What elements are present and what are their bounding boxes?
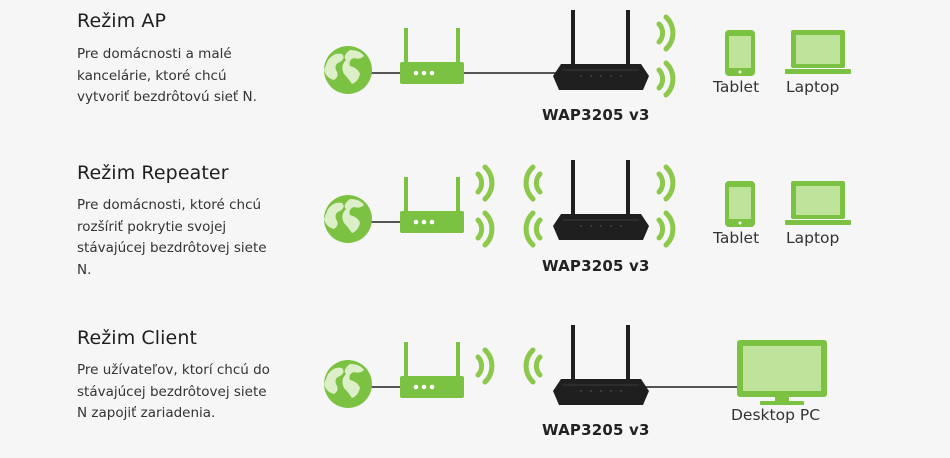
globe-icon (324, 46, 372, 94)
modem-icon (400, 28, 464, 84)
device-label-laptop: Laptop (786, 229, 840, 247)
wap-router-icon (552, 324, 650, 406)
model-label: WAP3205 v3 (542, 106, 650, 124)
wap-router-icon (552, 9, 650, 91)
wifi-waves-icon (659, 17, 673, 49)
wifi-waves-icon (478, 167, 492, 199)
mode-repeater-description: Pre domácnosti, ktoré chcú rozšíriť pokr… (77, 197, 267, 278)
model-label: WAP3205 v3 (542, 421, 650, 439)
mode-repeater-title: Režim Repeater (77, 162, 229, 184)
wifi-waves-icon (478, 350, 492, 382)
mode-client-title: Režim Client (77, 327, 198, 349)
device-label-laptop: Laptop (786, 78, 840, 96)
desktop-pc-icon (737, 340, 827, 405)
wifi-waves-icon (478, 213, 492, 245)
modem-icon (400, 342, 464, 398)
mode-ap-description: Pre domácnosti a malé kancelárie, ktoré … (77, 46, 257, 105)
laptop-icon (785, 181, 851, 225)
wifi-waves-icon (659, 213, 673, 245)
globe-icon (324, 195, 372, 243)
device-label-desktop-pc: Desktop PC (731, 406, 821, 424)
model-label: WAP3205 v3 (542, 257, 650, 275)
wifi-waves-icon (659, 63, 673, 95)
laptop-icon (785, 30, 851, 74)
tablet-icon (725, 30, 755, 76)
tablet-icon (725, 181, 755, 227)
device-label-tablet: Tablet (713, 229, 760, 247)
mode-client-description: Pre užívateľov, ktorí chcú do stávajúcej… (77, 362, 270, 421)
wap-router-icon (552, 159, 650, 241)
wifi-waves-icon (526, 167, 540, 199)
globe-icon (324, 360, 372, 408)
modem-icon (400, 177, 464, 233)
wifi-waves-icon (526, 213, 540, 245)
wifi-waves-icon (526, 350, 540, 382)
device-label-tablet: Tablet (713, 78, 760, 96)
mode-ap-title: Režim AP (77, 10, 167, 32)
wifi-waves-icon (659, 167, 673, 199)
